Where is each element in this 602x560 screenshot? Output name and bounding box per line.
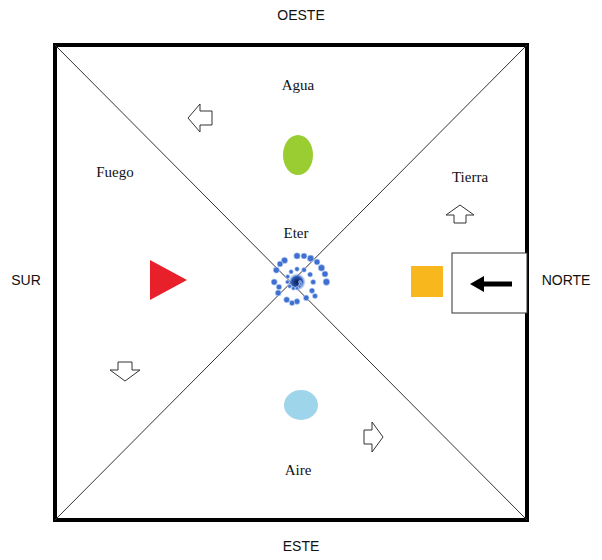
fire-triangle — [150, 260, 187, 300]
element-label: Fuego — [96, 164, 134, 181]
element-label: Agua — [282, 77, 315, 94]
entrance-arrowhead — [470, 276, 484, 292]
ether-spiral — [271, 253, 330, 306]
element-label: Aire — [285, 462, 312, 479]
air-ellipse — [284, 390, 318, 420]
element-label: Tierra — [452, 169, 488, 186]
element-label: Eter — [284, 225, 309, 242]
rotation-arrow — [110, 362, 140, 381]
outer-square — [55, 45, 527, 520]
rotation-arrow — [364, 422, 383, 452]
rotation-arrow — [446, 205, 474, 223]
water-ellipse — [283, 135, 313, 175]
rotation-arrow — [188, 104, 212, 132]
direction-label: NORTE — [542, 273, 591, 288]
diagonal-line — [55, 45, 527, 520]
entrance-box — [452, 253, 527, 313]
diagonal-line — [55, 45, 527, 520]
direction-label: SUR — [11, 273, 41, 288]
entrance-arrow — [482, 282, 512, 287]
direction-label: OESTE — [277, 8, 324, 23]
direction-label: ESTE — [283, 539, 320, 554]
earth-square — [411, 266, 443, 297]
